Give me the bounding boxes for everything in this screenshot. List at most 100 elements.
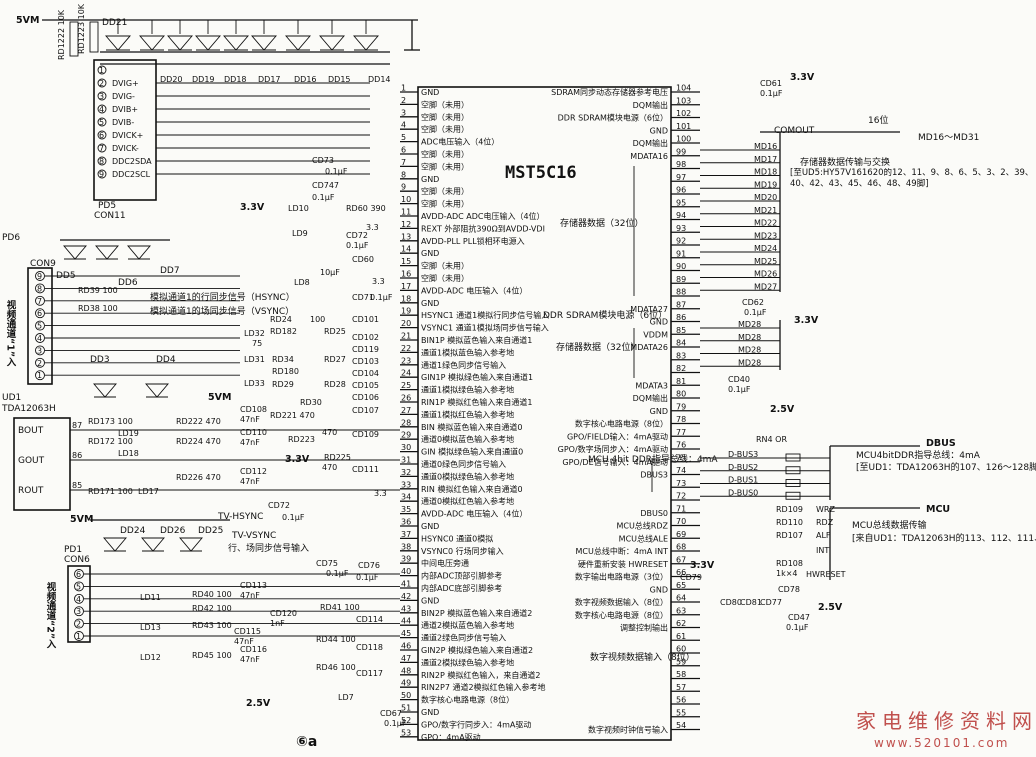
chip-right-pin-num: 74 [676, 466, 686, 475]
cap-cd67-val: 0.1μF [384, 719, 407, 728]
chip-right-pin-num: 60 [676, 645, 686, 654]
res-33-a: 3.3 [366, 223, 379, 232]
res-rd108: RD108 [776, 559, 803, 568]
chip-left-pin-label: 空脚（未用） [421, 149, 469, 159]
chip-left-pin-num: 41 [401, 580, 411, 589]
chip-right-pin-label: GND [650, 585, 668, 594]
rail-33v-mid: 3.3V [794, 315, 819, 326]
chip-right-pin-num: 76 [676, 441, 686, 450]
chip-left-pin-label: AVDD-ADC 电压输入（4位） [421, 285, 527, 295]
vga2-pin-circle [74, 593, 84, 604]
component-labels: CD73 0.1μF CD747 0.1μF LD10 RD60 390 LD9… [88, 79, 846, 728]
cap-cd72b-val: 0.1μF [282, 513, 305, 522]
md-line-label: MD22 [754, 219, 777, 228]
chip-right-pin-label: GPO/FIELD输入：4mA驱动 [567, 431, 668, 441]
chip-right-pin-label: MCU总线中断：4mA INT [576, 546, 669, 556]
chip-left-pin-num: 30 [401, 443, 411, 452]
chip-left-pin-num: 31 [401, 456, 411, 465]
dvi-diode-label: DD17 [258, 75, 281, 84]
vga2-pin-num: 2 [76, 620, 81, 629]
dvi-diode-label: DD19 [192, 75, 215, 84]
res-rd171: RD171 100 [88, 487, 133, 496]
chip-left-pin-label: RIN2P7 通道2模拟红色输入参考地 [421, 682, 546, 692]
chip-left-pin-num: 29 [401, 431, 411, 440]
vga1-diode-array [60, 239, 170, 398]
dvi-pin-circle [97, 104, 107, 114]
resistor-rd1222: RD1222 10K [57, 9, 66, 60]
dbus-resistor [785, 466, 801, 475]
cap-cd108: CD108 [240, 405, 267, 414]
dvi-diode-label: DD15 [328, 75, 351, 84]
ind-ld10: LD10 [288, 204, 309, 213]
chip-right-pin-num: 86 [676, 313, 686, 322]
chip-left-pin-num: 22 [401, 344, 411, 353]
dbus-name: DBUS [926, 438, 956, 449]
cap-cd40: CD40 [728, 375, 750, 384]
vga2-pin-circle [74, 618, 84, 629]
vga1-name: CON9 [30, 259, 56, 269]
dbus-resistor [785, 453, 801, 462]
md-line-label-b: MD28 [738, 320, 761, 329]
chip-left-pin-label: 空脚（未用） [421, 124, 469, 134]
bus-range: MD16～MD31 [918, 133, 979, 143]
dvi-pin-num: 2 [99, 79, 104, 88]
vga1-pin-num: 4 [37, 334, 42, 343]
res-rd182: RD182 [270, 327, 297, 336]
chip-left-pin-label: VSYNC1 通道1模拟场同步信号输入 [421, 323, 549, 333]
chip-left-pin-num: 48 [401, 666, 411, 675]
vga1-pin-num: 8 [37, 284, 42, 293]
dvi-diode-symbol [195, 35, 221, 51]
cap-cd71-val: 0.1μF [370, 293, 393, 302]
chip-right-pin-num: 79 [676, 402, 686, 411]
res-75-a: 75 [252, 339, 262, 348]
ddr-sdram-vdd-label: DDR SDRAM模块电源（6位） [543, 309, 667, 321]
vga1-pin-num: 2 [37, 359, 42, 368]
power-rails: 5VM 3.3V 3.3V 3.3V 2.5V 3.3V 5VM 3.3V 2.… [16, 15, 843, 709]
cap-cd118: CD118 [356, 643, 383, 652]
rail-25v-bottom: 2.5V [246, 698, 271, 709]
md-line-label: MD19 [754, 180, 777, 189]
chip-left-pin-label: GPO：4mA驱动 [421, 732, 481, 742]
cap-cd80: CD80 [720, 598, 742, 607]
dvi-diode-label: DD18 [224, 75, 247, 84]
vga2-pin-num: 3 [76, 607, 81, 616]
md-line-label: MD16 [754, 142, 777, 151]
cap-cd61: CD61 [760, 79, 782, 88]
vga1-diode-symbol [93, 383, 117, 398]
chip-left-pin-num: 25 [401, 381, 411, 390]
chip-right-pin-label: MDATA26 [630, 343, 668, 352]
chip-right-pin-num: 73 [676, 479, 686, 488]
cap-cd110-val: 47nF [240, 438, 260, 447]
chip-left-pin-label: GND [421, 299, 439, 308]
md-line-label: MD27 [754, 282, 777, 291]
chip-left-pin-num: 37 [401, 530, 411, 539]
cap-cd115: CD115 [234, 627, 261, 636]
chip-left-pin-label: 中间电压旁通 [421, 558, 469, 568]
chip-right-pin-label: GPO/DE信号输入：4mA驱动 [562, 457, 668, 467]
tda-pin-num: 87 [72, 421, 82, 430]
chip-right-pin-label: GND [650, 407, 668, 416]
md-line-label-b: MD28 [738, 358, 761, 367]
chip-right-pin-label: DDR SDRAM模块电源（6位） [558, 113, 668, 123]
ind-ld9: LD9 [292, 229, 308, 238]
vga2-side-label: 视频通道“2”入 [45, 581, 58, 649]
dvi-diode-symbol [139, 35, 165, 51]
res-rd34: RD34 [272, 355, 294, 364]
res-rd180: RD180 [272, 367, 299, 376]
md-line-list: MD16MD17MD18MD19MD20MD21MD22MD23MD24MD25… [700, 131, 900, 370]
cap-cd78: CD78 [778, 585, 800, 594]
chip-left-pin-num: 28 [401, 418, 411, 427]
chip-left-pin-label: 空脚（未用） [421, 261, 469, 271]
res-rd29: RD29 [272, 380, 294, 389]
chip-left-pin-label: 通道2绿色同步信号输入 [421, 633, 506, 643]
ind-ld8: LD8 [294, 278, 310, 287]
dvi-pin-circle [97, 169, 107, 179]
chip-right-pin-label: 调整控制输出 [620, 623, 668, 633]
rdz: RDZ [816, 518, 834, 527]
comout-label: COMOUT [774, 126, 815, 136]
chip-right-pin-label: 数字输出电路电源（3位） [575, 572, 668, 582]
chip-right-pin-label: MCU总线RDZ [616, 521, 668, 531]
chip-right-pin-label: SDRAM同步动态存储器参考电压 [551, 87, 668, 97]
res-rd110: RD110 [776, 518, 803, 527]
